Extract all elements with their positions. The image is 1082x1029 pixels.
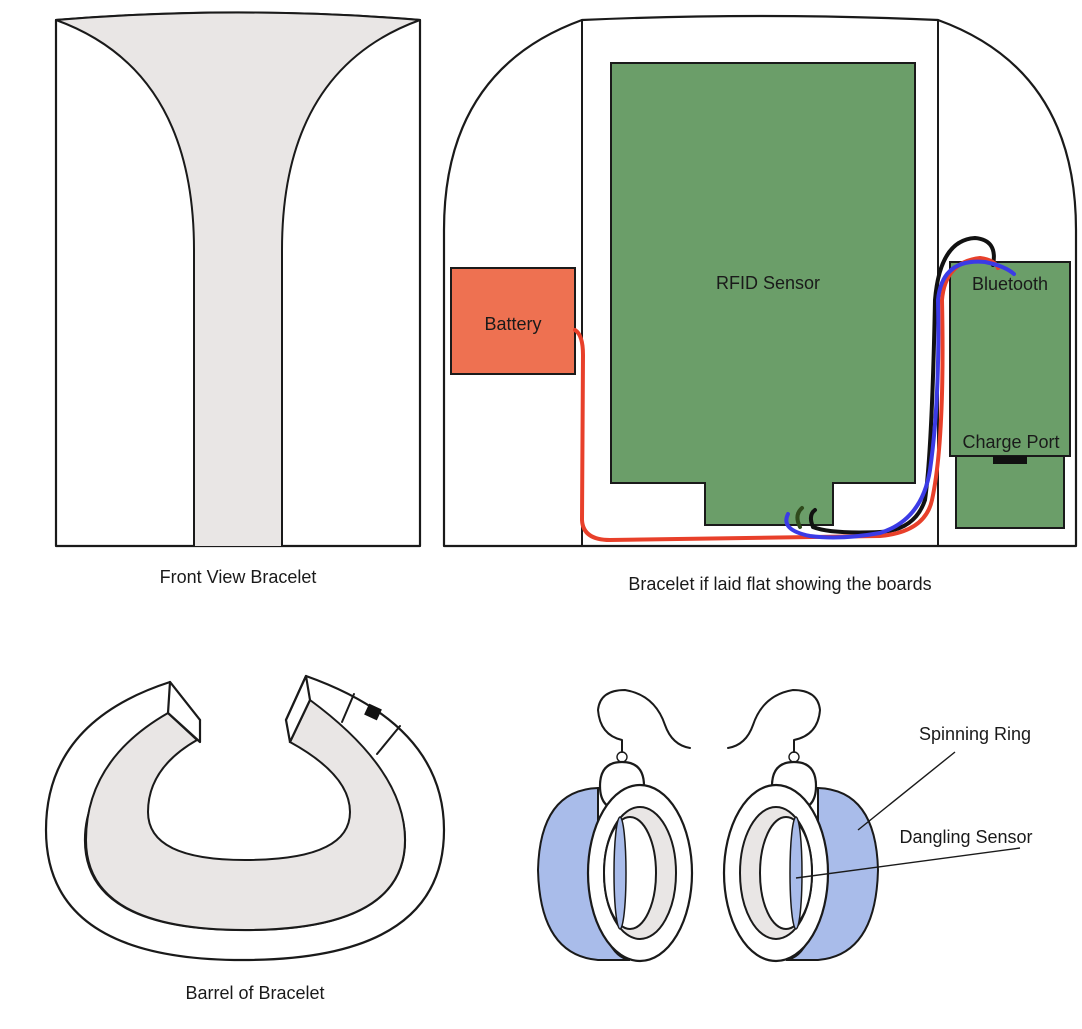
charge-port-connector [993, 456, 1027, 464]
caption-front-view: Front View Bracelet [160, 567, 317, 587]
earring-left [536, 689, 694, 963]
front-view-bracelet [54, 11, 422, 548]
laid-flat-bracelet: RFID Sensor Battery Bluetooth Charge Por… [442, 14, 1078, 548]
barrel-port [364, 703, 382, 721]
battery-board [450, 267, 576, 375]
dangling-sensor-right [789, 816, 803, 930]
wire-darkgreen [795, 506, 804, 529]
charge-port-board [955, 455, 1065, 529]
leader-dangling-sensor [795, 847, 1021, 879]
label-rfid-sensor: RFID Sensor [716, 273, 820, 293]
leader-spinning-ring [857, 751, 956, 831]
label-battery: Battery [484, 314, 541, 334]
earring-right [722, 689, 880, 963]
label-dangling-sensor: Dangling Sensor [899, 827, 1032, 847]
label-bluetooth: Bluetooth [972, 274, 1048, 294]
caption-laid-flat: Bracelet if laid flat showing the boards [628, 574, 931, 594]
wire-red [573, 255, 1000, 543]
wire-blue [784, 259, 1016, 540]
label-spinning-ring: Spinning Ring [919, 724, 1031, 744]
label-charge-port: Charge Port [962, 432, 1059, 452]
barrel-bracelet [44, 674, 446, 962]
bluetooth-board [949, 261, 1071, 457]
ear-hook-right [727, 689, 821, 753]
rfid-sensor-board [610, 62, 916, 526]
ear-hook-left [597, 689, 691, 753]
caption-barrel: Barrel of Bracelet [185, 983, 324, 1003]
dangling-sensor-left [613, 816, 627, 930]
